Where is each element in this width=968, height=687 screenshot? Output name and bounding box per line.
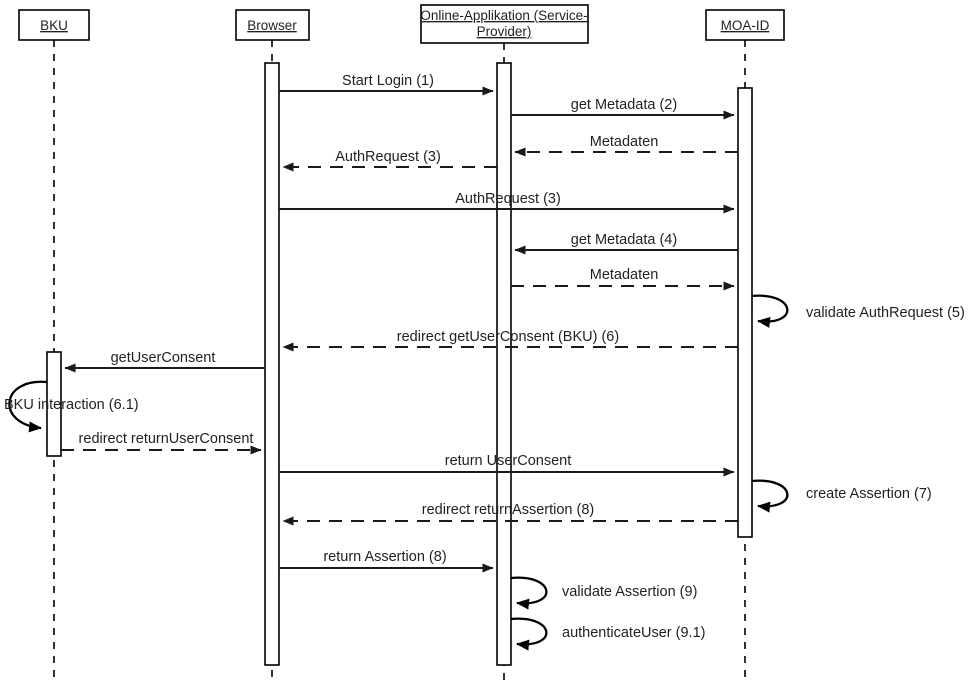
- message-metadaten-2: Metadaten: [511, 267, 735, 291]
- self-loop-validate-authrequest-5: [751, 294, 789, 328]
- message-label-metadaten-2: Metadaten: [590, 267, 659, 283]
- self-loop-validate-assertion-9: [510, 576, 548, 610]
- message-label-getuserconsent: getUserConsent: [111, 350, 216, 366]
- message-redirect-returnassertion-8: redirect returnAssertion (8): [282, 502, 738, 526]
- message-label-authrequest-3-to-browser: AuthRequest (3): [335, 149, 441, 165]
- message-authrequest-3-to-moaid: AuthRequest (3): [279, 191, 735, 214]
- message-get-metadata-2: get Metadata (2): [511, 97, 735, 120]
- message-label-get-metadata-2: get Metadata (2): [571, 97, 677, 113]
- message-return-userconsent: return UserConsent: [279, 453, 735, 477]
- activation-bar-online-applikation: [496, 62, 512, 666]
- lifeline-label-browser: Browser: [247, 18, 297, 33]
- message-label-redirect-returnassertion-8: redirect returnAssertion (8): [422, 502, 594, 518]
- lifeline-box-online-applikation: [420, 4, 589, 44]
- message-metadaten-1: Metadaten: [514, 134, 738, 157]
- message-create-assertion-7: create Assertion (7): [751, 479, 932, 513]
- message-getuserconsent: getUserConsent: [64, 350, 265, 373]
- lifeline-header-moa-id: MOA-ID: [705, 9, 785, 680]
- activation-bar-browser: [264, 62, 280, 666]
- message-label-get-metadata-4: get Metadata (4): [571, 232, 677, 248]
- message-label-authenticateuser-91: authenticateUser (9.1): [562, 625, 705, 641]
- message-label-create-assertion-7: create Assertion (7): [806, 486, 932, 502]
- message-label-validate-authrequest-5: validate AuthRequest (5): [806, 305, 965, 321]
- message-redirect-returnuserconsent: redirect returnUserConsent: [61, 431, 262, 455]
- lifeline-header-online-applikation: Online-Applikation (Service- Provider): [420, 4, 589, 680]
- message-label-start-login: Start Login (1): [342, 73, 434, 89]
- lifeline-label-online-applikation-line2: Provider): [477, 24, 532, 39]
- self-loop-bku-interaction-61: [8, 380, 48, 433]
- message-label-authrequest-3-to-moaid: AuthRequest (3): [455, 191, 561, 207]
- message-validate-authrequest-5: validate AuthRequest (5): [751, 294, 965, 328]
- lifeline-header-bku: BKU: [18, 9, 90, 680]
- messages: Start Login (1) get Metadata (2) Metadat…: [4, 73, 965, 651]
- activation-bar-bku: [46, 351, 62, 457]
- message-label-return-userconsent: return UserConsent: [445, 453, 572, 469]
- message-label-bku-interaction-61: BKU interaction (6.1): [4, 397, 139, 413]
- activation-bars: [46, 62, 753, 666]
- message-authrequest-3-to-browser: AuthRequest (3): [282, 149, 497, 172]
- message-label-redirect-returnuserconsent: redirect returnUserConsent: [79, 431, 254, 447]
- self-loop-create-assertion-7: [751, 479, 789, 513]
- lifeline-label-moa-id: MOA-ID: [721, 18, 770, 33]
- message-return-assertion-8: return Assertion (8): [279, 549, 494, 573]
- message-authenticateuser-91: authenticateUser (9.1): [510, 617, 705, 651]
- message-redirect-getuserconsent-6: redirect getUserConsent (BKU) (6): [282, 329, 738, 352]
- activation-bar-moa-id: [737, 87, 753, 538]
- message-label-return-assertion-8: return Assertion (8): [323, 549, 446, 565]
- lifeline-box-browser: [235, 9, 310, 41]
- message-validate-assertion-9: validate Assertion (9): [510, 576, 697, 610]
- message-label-metadaten-1: Metadaten: [590, 134, 659, 150]
- lifeline-label-bku: BKU: [40, 18, 68, 33]
- message-get-metadata-4: get Metadata (4): [514, 232, 738, 255]
- message-start-login: Start Login (1): [279, 73, 494, 96]
- self-loop-authenticateuser-91: [510, 617, 548, 651]
- lifeline-label-online-applikation-line1: Online-Applikation (Service-: [420, 8, 587, 23]
- message-bku-interaction-61: BKU interaction (6.1): [4, 380, 139, 433]
- message-label-validate-assertion-9: validate Assertion (9): [562, 584, 697, 600]
- message-label-redirect-getuserconsent-6: redirect getUserConsent (BKU) (6): [397, 329, 619, 345]
